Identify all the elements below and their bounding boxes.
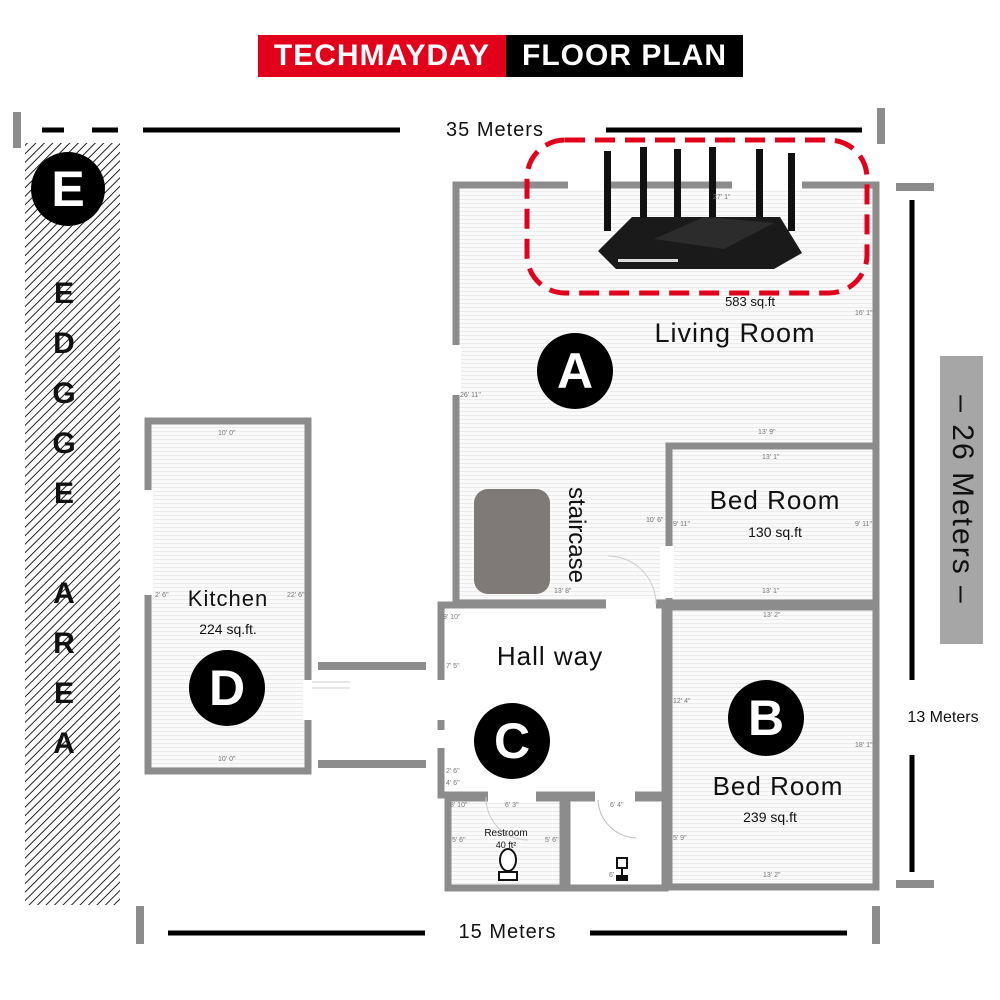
- edge-letter: D: [53, 327, 75, 360]
- dim-living-right: 16' 1": [855, 310, 873, 317]
- bedroom-b-name: Bed Room: [712, 771, 844, 801]
- dim-stair-width: 13' 8": [554, 588, 572, 595]
- dim-kitchen-right: 22' 6": [287, 592, 305, 599]
- edge-letter: E: [53, 277, 74, 310]
- dim-bed-b-left: 12' 4": [673, 698, 691, 705]
- title-floor-plan: FLOOR PLAN: [506, 35, 743, 77]
- hallway-name: Hall way: [496, 641, 604, 671]
- hallway-walls: [437, 601, 669, 799]
- edge-letter: A: [53, 577, 75, 610]
- restroom-name: Restroom: [484, 828, 528, 839]
- title-brand: TECHMAYDAY: [258, 35, 506, 77]
- dim-hall-4: 4' 6": [446, 780, 460, 787]
- bedroom-top-name: Bed Room: [709, 485, 841, 515]
- edge-letter: R: [53, 627, 75, 660]
- dim-hall-1: 9' 10": [443, 614, 461, 621]
- right-secondary-dimension-label: 13 Meters: [907, 709, 979, 726]
- edge-letter: A: [53, 727, 75, 760]
- edge-letter: G: [52, 427, 76, 460]
- dim-rest-left: 5' 6": [452, 837, 466, 844]
- dim-rest-right: 5' 6": [545, 837, 559, 844]
- right-main-dimension-label: – 26 Meters –: [946, 395, 979, 605]
- top-dimension-label: 35 Meters: [446, 119, 544, 141]
- dim-stair-wall: 10' 6": [646, 517, 664, 524]
- edge-letter: E: [53, 477, 74, 510]
- edge-area-hatch: [25, 143, 120, 905]
- dim-closet-bottom: 6': [609, 872, 615, 879]
- living-room-area: 583 sq.ft: [725, 294, 775, 309]
- living-room-name: Living Room: [654, 318, 816, 348]
- dim-bed-b-inner: 5' 9": [673, 835, 687, 842]
- dim-kitchen-top: 10' 0": [218, 430, 236, 437]
- router-icon: [598, 147, 802, 269]
- badge-d: D: [189, 650, 265, 726]
- kitchen-area: 224 sq.ft.: [199, 621, 257, 637]
- dim-bed-top-width: 13' 9": [758, 429, 776, 436]
- restroom-area: 40 ft²: [495, 840, 517, 850]
- dim-bed-b-bottom: 13' 2": [763, 872, 781, 879]
- dim-closet-top: 6' 4": [610, 802, 624, 809]
- bedroom-top-walls: [665, 442, 880, 607]
- bedroom-top-area: 130 sq.ft: [748, 524, 802, 540]
- badge-b: B: [728, 680, 804, 756]
- sink-icon: [616, 857, 628, 881]
- dim-living-left: 26' 11": [460, 392, 481, 399]
- dim-kitchen-bottom: 10' 0": [218, 756, 236, 763]
- kitchen-name: Kitchen: [187, 586, 269, 611]
- staircase-label: staircase: [563, 486, 590, 584]
- dim-living-top: 27' 1": [713, 194, 731, 201]
- badge-e: E: [31, 152, 105, 226]
- dim-bed-b-top: 13' 2": [763, 612, 781, 619]
- right-dim-bar: [940, 356, 983, 644]
- dim-kitchen-left: 2' 6": [155, 592, 169, 599]
- edge-letter: G: [52, 377, 76, 410]
- badge-c: C: [474, 703, 550, 779]
- dim-hall-3: 2' 6": [446, 768, 460, 775]
- dim-hall-5: 8' 10": [450, 802, 468, 809]
- dim-bed-top-inner-bottom: 13' 1": [762, 588, 780, 595]
- dim-bed-top-left: 9' 11": [673, 521, 690, 528]
- badge-a: A: [537, 333, 613, 409]
- toilet-icon: [498, 848, 518, 881]
- staircase-block: [474, 489, 550, 594]
- bottom-dimension-label: 15 Meters: [458, 921, 557, 943]
- bedroom-b-area: 239 sq.ft: [743, 809, 797, 825]
- dim-bed-top-right: 9' 11": [855, 521, 872, 528]
- edge-letter: E: [53, 677, 74, 710]
- dim-bed-top-inner-top: 13' 1": [762, 454, 780, 461]
- dim-hall-2: 7' 5": [446, 663, 460, 670]
- dim-rest-top: 6' 3": [505, 802, 519, 809]
- router-highlight: [524, 137, 870, 296]
- dim-bed-b-right: 18' 1": [855, 742, 873, 749]
